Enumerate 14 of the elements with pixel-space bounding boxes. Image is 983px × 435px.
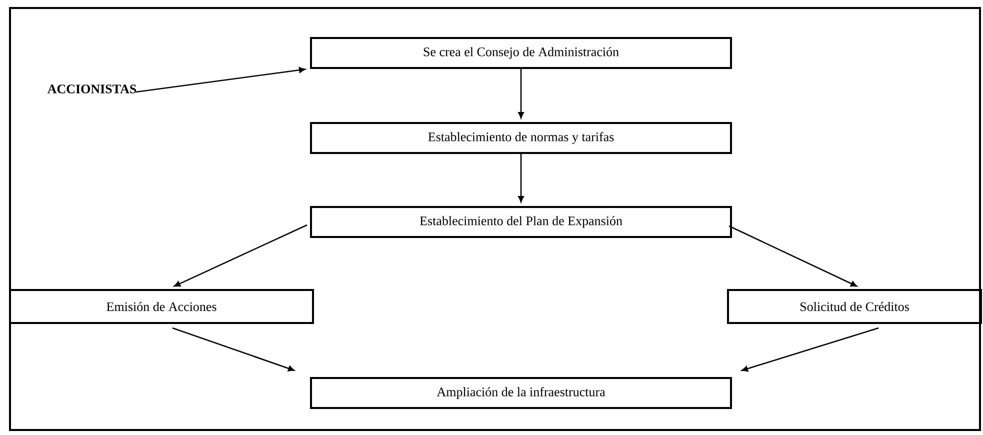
arrow xyxy=(742,327,879,372)
process-box: Ampliación de la infraestructura xyxy=(310,377,732,409)
arrow xyxy=(174,224,308,287)
actor-label: ACCIONISTAS xyxy=(47,84,136,94)
arrow xyxy=(518,154,524,202)
process-box: Emisión de Acciones xyxy=(9,289,314,324)
process-box: Establecimiento del Plan de Expansión xyxy=(310,206,732,238)
arrow xyxy=(728,225,858,287)
process-box: Se crea el Consejo de Administración xyxy=(310,37,732,69)
arrow xyxy=(136,67,306,93)
arrow xyxy=(172,327,294,372)
process-box: Solicitud de Créditos xyxy=(727,289,982,324)
process-box: Establecimiento de normas y tarifas xyxy=(310,122,732,154)
arrow xyxy=(518,69,524,118)
